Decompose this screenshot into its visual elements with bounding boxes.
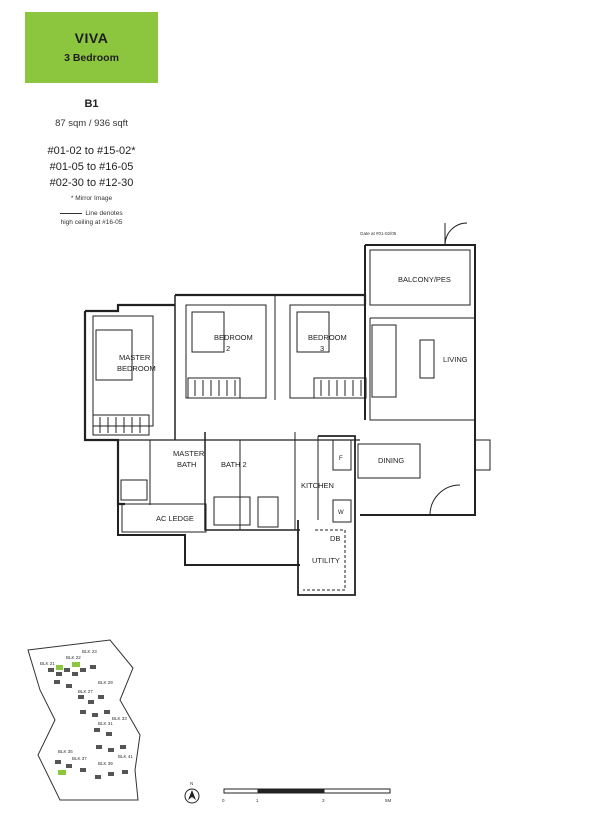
block-label: BLK 27 [78,689,93,694]
block-label: BLK 21 [40,661,55,666]
unit-stack-item: #01-05 to #16-05 [49,161,134,173]
line-legend-text-1: Line denotes [85,210,123,217]
site-buildings [48,665,128,779]
block-label: BLK 39 [98,761,113,766]
line-legend-note: Line denotes high ceiling at #16-05 [25,209,158,227]
master-bath-label-line1: MASTER [173,449,205,458]
block-label: BLK 29 [98,680,113,685]
unit-type-badge: VIVA 3 Bedroom [25,12,158,83]
block-label: BLK 33 [112,716,127,721]
fridge-label: F [339,456,343,462]
block-label: BLK 41 [118,754,133,759]
balcony-label: BALCONY/PES [398,275,451,284]
bedroom2-label-line1: BEDROOM [214,333,253,342]
site-plan: BLK 22 BLK 23 BLK 21 BLK 29 BLK 27 BLK 3… [27,639,141,801]
block-label: BLK 35 [58,749,73,754]
scale-bar: 0 1 3 5M [222,788,392,803]
scale-tick: 5M [385,798,392,803]
scale-tick: 1 [256,798,259,803]
floor-plan-walls [83,222,491,596]
line-legend-sample [60,212,83,214]
dining-label: DINING [378,456,404,465]
badge-background [25,12,158,83]
bedroom3-label-line1: BEDROOM [308,333,347,342]
bedroom-type: 3 Bedroom [64,52,119,64]
unit-stack-item: #02-30 to #12-30 [49,177,134,189]
mirror-image-note: * Mirror Image [70,195,113,202]
site-highlight-unit [72,662,80,667]
room-labels: Gate at #01-02/05 BALCONY/PES LIVING DIN… [117,231,468,565]
site-boundary [27,639,141,801]
master-bath-label-line2: BATH [177,460,196,469]
scale-tick: 0 [222,798,225,803]
north-arrow-icon: N [184,781,200,804]
line-legend-text-2: high ceiling at #16-05 [60,219,123,226]
scale-tick: 3 [322,798,325,803]
unit-code: B1 [84,98,99,110]
living-label: LIVING [443,355,468,364]
master-bedroom-label-line2: BEDROOM [117,364,156,373]
unit-stack-list: #01-02 to #15-02* #01-05 to #16-05 #02-3… [25,143,158,191]
wardrobe-hatching [99,380,362,433]
site-highlight-unit [56,665,63,670]
washer-label: W [338,510,344,516]
site-highlight-unit [58,770,66,775]
block-label: BLK 31 [98,721,113,726]
kitchen-label: KITCHEN [301,481,334,490]
site-block-labels: BLK 22 BLK 23 BLK 21 BLK 29 BLK 27 BLK 3… [40,649,133,766]
master-bedroom-label-line1: MASTER [119,353,151,362]
north-label: N [190,781,193,786]
utility-label: UTILITY [312,556,340,565]
block-label: BLK 23 [82,649,97,654]
db-label: DB [330,534,340,543]
bath2-label: BATH 2 [221,460,247,469]
bedroom3-label-line2: 3 [320,344,324,353]
gate-note: Gate at #01-02/05 [360,231,397,236]
unit-stack-item: #01-02 to #15-02* [47,145,136,157]
project-name: VIVA [74,30,109,46]
block-label: BLK 37 [72,756,87,761]
unit-size: 87 sqm / 936 sqft [55,118,128,129]
bedroom2-label-line2: 2 [226,344,230,353]
block-label: BLK 22 [66,655,81,660]
ac-ledge-label: AC LEDGE [156,514,194,523]
